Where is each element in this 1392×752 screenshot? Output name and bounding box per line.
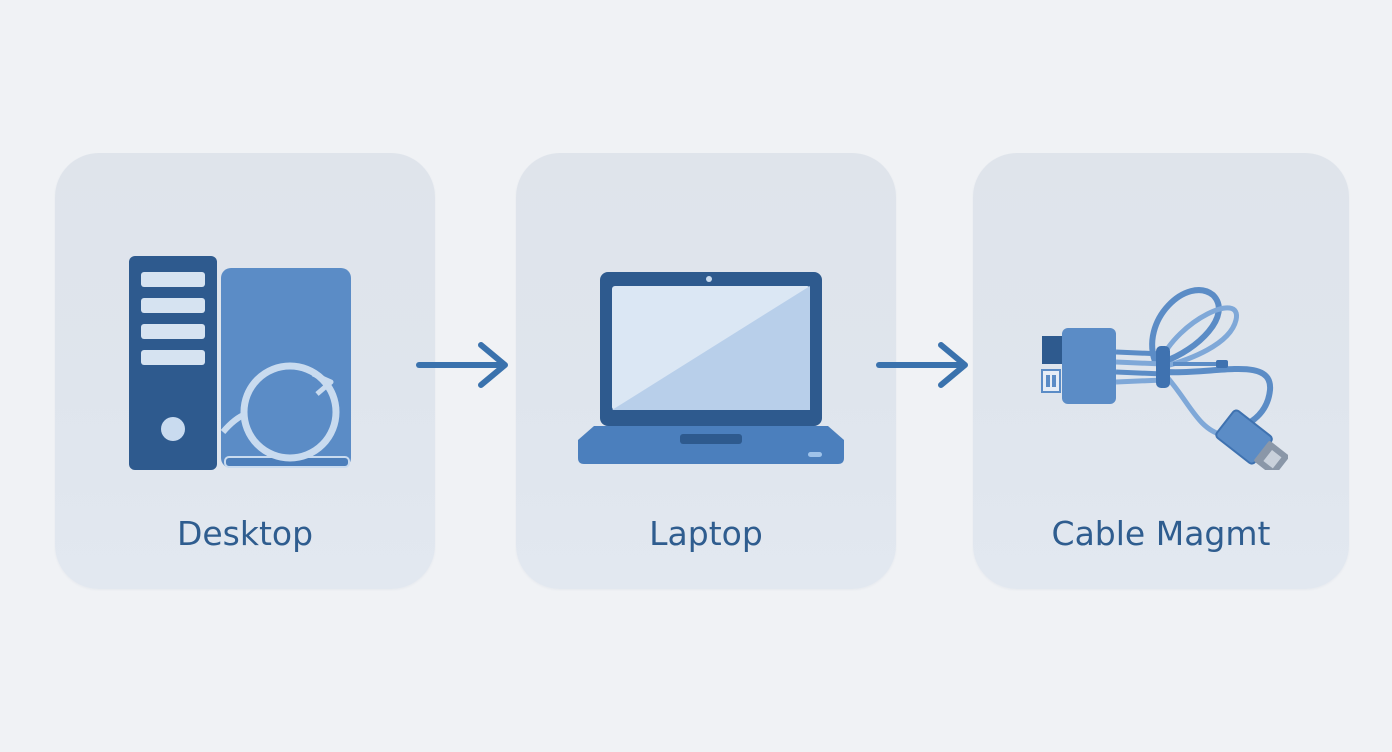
step-label-desktop: Desktop (176, 514, 314, 553)
arrow-right-icon (876, 342, 968, 388)
arrow-right-icon (416, 342, 508, 388)
step-label-cable: Cable Magmt (1051, 514, 1271, 553)
cable-icon (1041, 287, 1288, 470)
step-label-laptop: Laptop (649, 514, 763, 553)
desktop-computer-icon (129, 256, 351, 470)
laptop-icon (578, 272, 844, 464)
